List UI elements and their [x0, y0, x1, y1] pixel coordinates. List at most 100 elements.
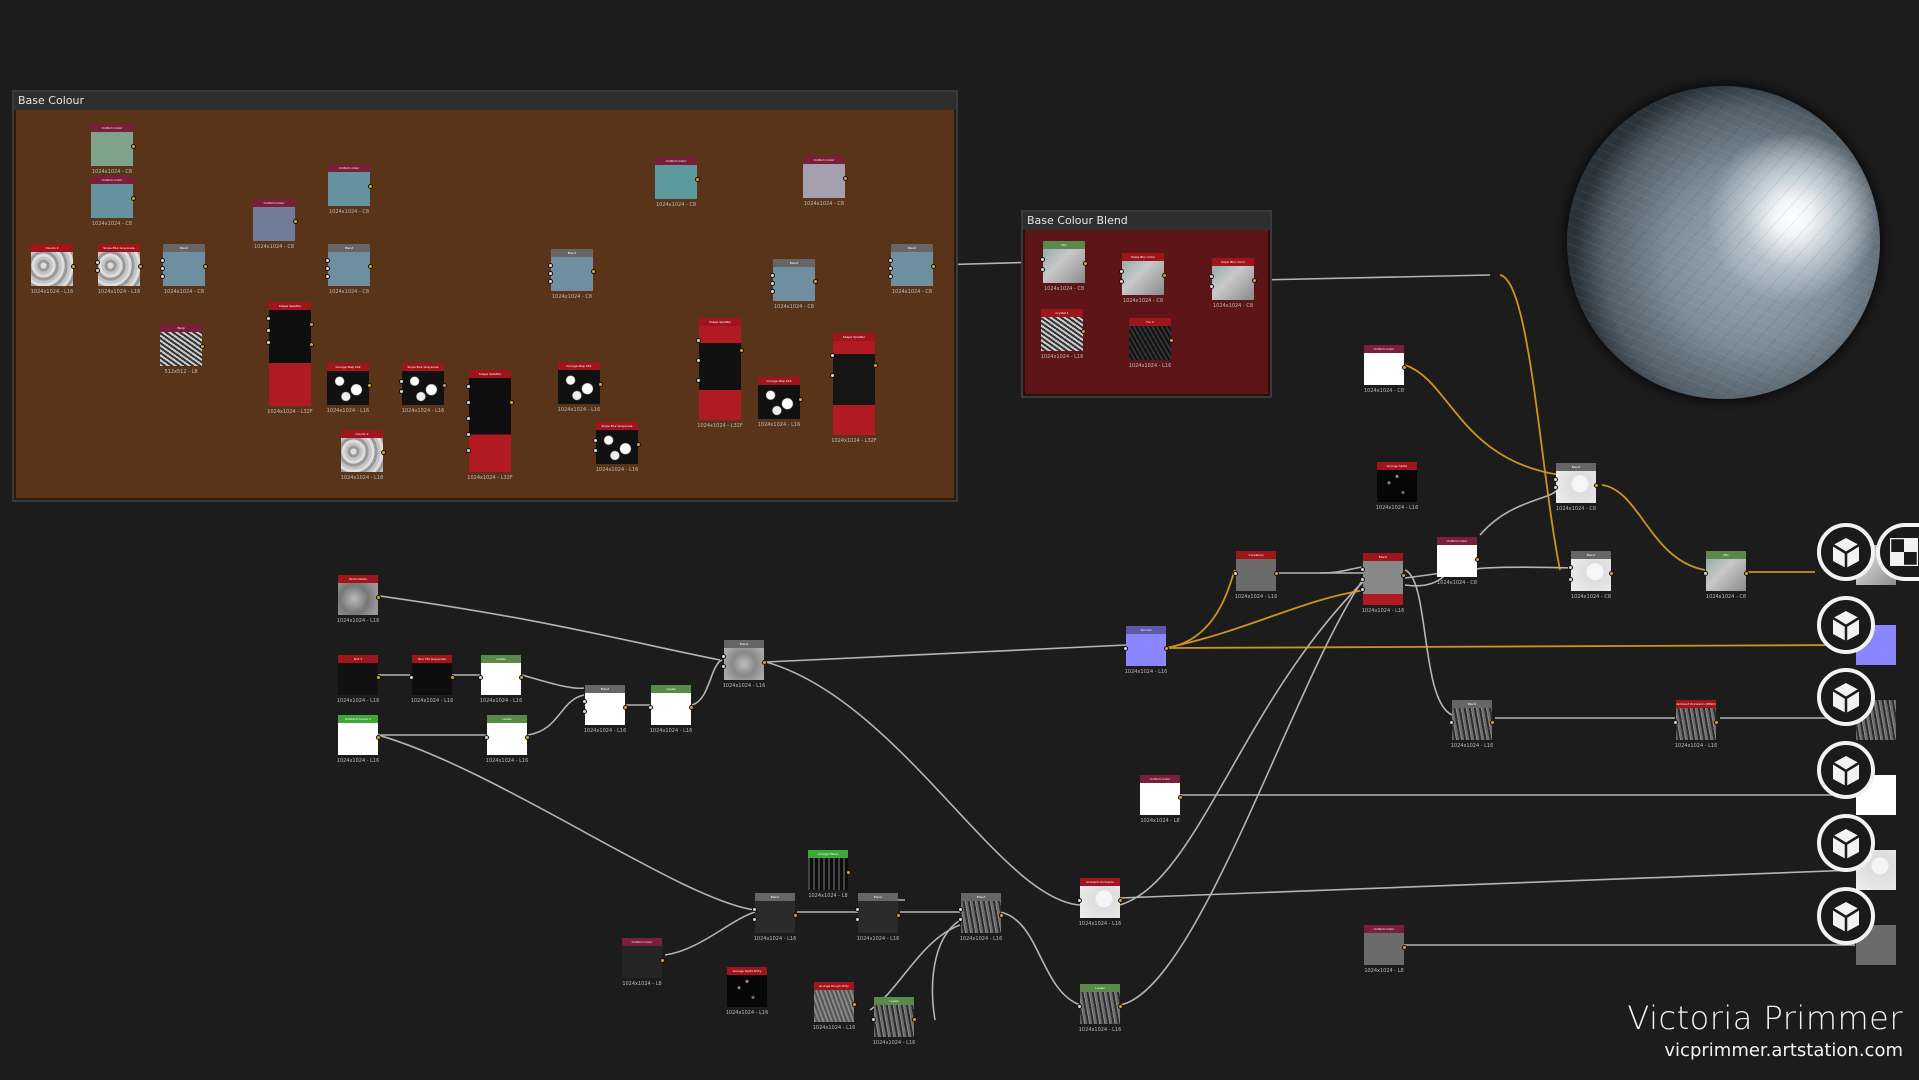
output-port[interactable]: [873, 363, 878, 368]
output-port[interactable]: [200, 344, 205, 349]
input-port[interactable]: [266, 316, 271, 321]
input-port[interactable]: [1077, 1004, 1082, 1009]
node-uniform-color-left[interactable]: Uniform Color 1024x1024 - L8: [622, 938, 665, 987]
output-port[interactable]: [1252, 278, 1257, 283]
output-port[interactable]: [999, 913, 1004, 918]
input-port[interactable]: [95, 260, 100, 265]
input-port[interactable]: [1123, 646, 1128, 651]
output-port[interactable]: [813, 279, 818, 284]
node-clouds-2[interactable]: Clouds 2 1024x1024 - L16: [31, 244, 76, 295]
input-port[interactable]: [855, 917, 860, 922]
node-uniform-color-3[interactable]: Uniform Color 1024x1024 - C8: [253, 199, 298, 250]
node-grunge-fibers[interactable]: Grunge Fibers 1024x1024 - L8: [808, 850, 851, 899]
node-uniform-color-mid[interactable]: Uniform Color 1024x1024 - C8: [1437, 537, 1480, 586]
input-port[interactable]: [399, 389, 404, 394]
node-blend-left-1[interactable]: Blend 1024x1024 - L16: [582, 685, 628, 734]
output-port[interactable]: [1164, 646, 1169, 651]
output-port[interactable]: [598, 382, 603, 387]
output-port[interactable]: [1609, 571, 1614, 576]
node-normal[interactable]: Normal 1024x1024 - L16: [1123, 626, 1169, 675]
output-port[interactable]: [636, 442, 641, 447]
input-port[interactable]: [1360, 577, 1365, 582]
input-port[interactable]: [752, 917, 757, 922]
node-uniform-color-4[interactable]: Uniform Color 1024x1024 - C8: [328, 164, 373, 215]
output-height-button[interactable]: [1817, 887, 1875, 945]
node-uniform-color-5[interactable]: Uniform Color 1024x1024 - C8: [655, 157, 700, 208]
input-port[interactable]: [325, 258, 330, 263]
node-slope-blur-color-1[interactable]: Slope Blur Color 1024x1024 - C8: [1119, 253, 1167, 304]
node-levels-bottom[interactable]: Levels 1024x1024 - L16: [871, 997, 917, 1046]
input-port[interactable]: [1077, 898, 1082, 903]
output-port[interactable]: [1118, 898, 1123, 903]
output-port[interactable]: [591, 269, 596, 274]
output-port[interactable]: [509, 400, 514, 405]
node-levels-3[interactable]: Levels 1024x1024 - L16: [648, 685, 694, 734]
input-port[interactable]: [484, 735, 489, 740]
input-port[interactable]: [1568, 577, 1573, 582]
input-port[interactable]: [466, 416, 471, 421]
input-port[interactable]: [1040, 257, 1045, 262]
output-basecolor-button[interactable]: [1817, 523, 1875, 581]
input-port[interactable]: [466, 384, 471, 389]
node-mask-blend[interactable]: Blend 1024x1024 - L16: [1360, 553, 1406, 614]
output-port[interactable]: [1714, 720, 1719, 725]
input-port[interactable]: [1040, 267, 1045, 272]
node-blend-1[interactable]: Blend 1024x1024 - C8: [160, 244, 208, 295]
node-grunge-map-001[interactable]: Grunge Map 001 1024x1024 - L16: [558, 362, 603, 413]
node-grunge-spots-dirty[interactable]: Grunge Spots Dirty 1024x1024 - L16: [726, 967, 768, 1016]
output-port[interactable]: [695, 177, 700, 182]
node-blend-right-3[interactable]: Blend 1024x1024 - L16: [1449, 700, 1495, 749]
input-port[interactable]: [721, 664, 726, 669]
input-port[interactable]: [266, 340, 271, 345]
input-port[interactable]: [1568, 565, 1573, 570]
input-port[interactable]: [696, 358, 701, 363]
output-port[interactable]: [623, 705, 628, 710]
output-port[interactable]: [525, 735, 530, 740]
output-port[interactable]: [309, 322, 314, 327]
node-slope-blur-2[interactable]: Slope Blur Grayscale 1024x1024 - L16: [399, 363, 447, 414]
input-port[interactable]: [696, 378, 701, 383]
input-port[interactable]: [1209, 274, 1214, 279]
output-port[interactable]: [450, 675, 455, 680]
input-port[interactable]: [830, 373, 835, 378]
input-port[interactable]: [830, 353, 835, 358]
node-blend-4[interactable]: Blend 1024x1024 - C8: [770, 259, 818, 310]
node-blend-left-2[interactable]: Blend 1024x1024 - L16: [721, 640, 767, 689]
input-port[interactable]: [1360, 587, 1365, 592]
input-port[interactable]: [325, 266, 330, 271]
output-port[interactable]: [1162, 273, 1167, 278]
node-blend-bottom-3[interactable]: Blend 1024x1024 - L16: [958, 893, 1004, 942]
node-mix-right[interactable]: Mix 1024x1024 - C8: [1703, 551, 1749, 600]
input-port[interactable]: [1449, 720, 1454, 725]
node-uniform-color-6[interactable]: Uniform Color 1024x1024 - C8: [803, 156, 848, 207]
output-port[interactable]: [138, 264, 143, 269]
input-port[interactable]: [888, 274, 893, 279]
node-grunge-spots[interactable]: Grunge Spots 1024x1024 - L16: [1376, 462, 1418, 511]
input-port[interactable]: [409, 675, 414, 680]
node-grunge-map-002[interactable]: Grunge Map 002 1024x1024 - L16: [327, 363, 372, 414]
output-port[interactable]: [1081, 329, 1086, 334]
node-shape-splatter-3[interactable]: Shape Splatter 1024x1024 - L32F: [696, 318, 744, 429]
node-ambient-occlusion[interactable]: Ambient Occlusion (HBAO) 1024x1024 - L16: [1077, 878, 1123, 927]
node-uniform-color-right[interactable]: Uniform Color 1024x1024 - C8: [1364, 345, 1407, 394]
node-shape-splatter-4[interactable]: Shape Splatter 1024x1024 - L32F: [830, 333, 878, 444]
node-ambient-right[interactable]: Ambient Occlusion (RTAO) 1024x1024 - L16: [1673, 700, 1719, 749]
input-port[interactable]: [958, 907, 963, 912]
output-port[interactable]: [660, 958, 665, 963]
input-port[interactable]: [770, 289, 775, 294]
node-blend-bottom-2[interactable]: Blend 1024x1024 - L16: [855, 893, 901, 942]
node-levels-c[interactable]: Levels 1024x1024 - L16: [1077, 984, 1123, 1033]
output-port[interactable]: [519, 675, 524, 680]
input-port[interactable]: [1553, 485, 1558, 490]
output-ambient-occlusion-button[interactable]: [1817, 814, 1875, 872]
input-port[interactable]: [582, 699, 587, 704]
output-port[interactable]: [131, 144, 136, 149]
output-metallic-button[interactable]: [1817, 741, 1875, 799]
input-port[interactable]: [1360, 567, 1365, 572]
output-port[interactable]: [1083, 261, 1088, 266]
node-directional-warp[interactable]: Warp 512x512 - L8: [160, 324, 205, 375]
output-port[interactable]: [376, 675, 381, 680]
node-slope-blur-3[interactable]: Slope Blur Grayscale 1024x1024 - L16: [593, 422, 641, 473]
input-port[interactable]: [770, 273, 775, 278]
output-port[interactable]: [1402, 365, 1407, 370]
